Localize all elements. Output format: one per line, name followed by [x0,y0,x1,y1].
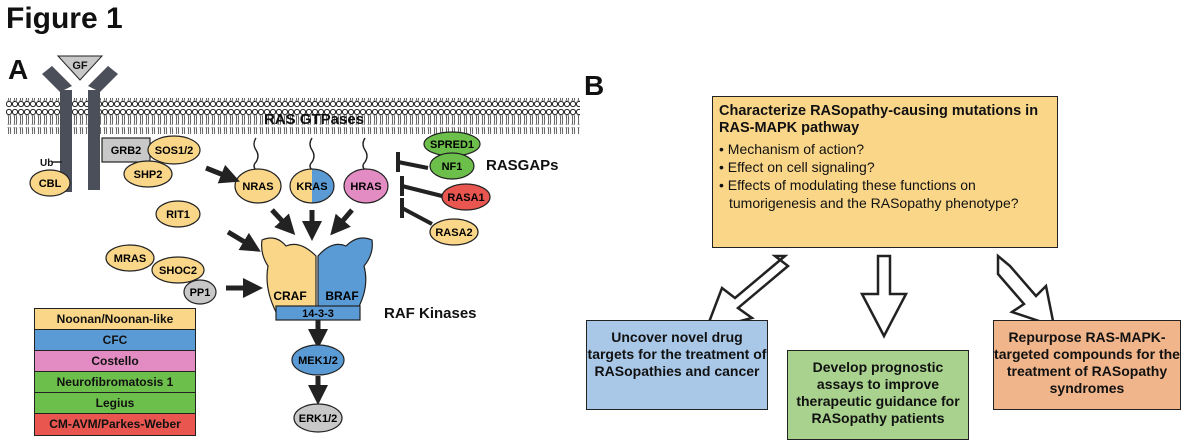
characterize-bullets: Mechanism of action? Effect on cell sign… [719,140,1051,212]
cell-membrane [6,98,580,134]
legend-cmavm: CM-AVM/Parkes-Weber [35,414,195,435]
hras-node [343,168,389,204]
svg-text:SPRED1: SPRED1 [430,139,474,151]
svg-text:RASA2: RASA2 [435,227,472,239]
raf-kinases-label: RAF Kinases [384,305,477,322]
mek-node [291,344,345,376]
gf-label: GF [72,60,88,72]
arrow-right [996,253,1056,328]
drug-targets-box: Uncover novel drug targets for the treat… [586,320,768,410]
ub-label: Ub [40,158,53,169]
rasa2-node [429,218,479,246]
characterize-header: Characterize RASopathy-causing mutations… [719,103,1039,136]
svg-text:SHP2: SHP2 [134,169,163,181]
arrow-left [703,254,790,332]
svg-text:HRAS: HRAS [350,181,381,193]
nf1-node [429,152,475,180]
figure-title: Figure 1 [6,2,123,35]
svg-text:PP1: PP1 [190,287,211,299]
shoc2-node [151,256,205,284]
svg-text:MEK1/2: MEK1/2 [298,355,338,367]
growth-factor: GF [56,55,104,81]
svg-text:SHOC2: SHOC2 [159,265,197,277]
grb2-node [101,137,151,163]
svg-text:MRAS: MRAS [114,253,146,265]
craf-node: CRAF [261,237,317,313]
svg-text:ERK1/2: ERK1/2 [299,413,338,425]
bullet-item: Mechanism of action? [719,140,1051,158]
legend-costello: Costello [35,351,195,372]
svg-text:NRAS: NRAS [242,181,273,193]
legend-cfc: CFC [35,330,195,351]
legend-legius: Legius [35,393,195,414]
sos-node [147,135,201,165]
svg-text:GRB2: GRB2 [111,145,142,157]
arrow-middle [859,254,909,339]
rit1-node [155,200,201,228]
pathway-diagram: GF Ub CBL GRB2 SOS1/2 SHP2 RIT1 MRAS SHO… [6,55,580,433]
nras-node [234,168,282,204]
legend-nf1: Neurofibromatosis 1 [35,372,195,393]
bullet-item: Effect on cell signaling? [719,158,1051,176]
activation-arrows [205,164,354,405]
ras-gtpases-label: RAS GTPases [264,111,364,128]
bullet-item: Effects of modulating these functions on… [719,176,1051,212]
repurpose-box: Repurpose RAS-MAPK-targeted compounds fo… [993,320,1181,410]
pp1-node [183,279,217,305]
svg-text:BRAF: BRAF [325,289,358,303]
14-3-3-node [275,305,361,321]
braf-node: BRAF [317,237,373,313]
syndrome-legend: Noonan/Noonan-like CFC Costello Neurofib… [34,308,196,436]
svg-text:CRAF: CRAF [273,289,306,303]
characterize-box: Characterize RASopathy-causing mutations… [712,96,1058,248]
inhibition-lines [396,152,443,226]
prognostic-assays-box: Develop prognostic assays to improve the… [787,350,969,440]
cbl-node [29,169,71,197]
svg-text:14-3-3: 14-3-3 [302,308,334,320]
panel-a-label: A [8,54,29,85]
rasgaps-label: RASGAPs [486,157,559,174]
svg-text:KRAS: KRAS [296,181,327,193]
svg-text:RASA1: RASA1 [447,192,484,204]
receptor-tyrosine-kinase [42,66,118,192]
rasa1-node [441,183,491,211]
svg-text:RIT1: RIT1 [166,209,190,221]
svg-text:SOS1/2: SOS1/2 [155,145,194,157]
svg-text:NF1: NF1 [442,161,463,173]
erk-node [293,403,343,433]
kras-node: KRAS [289,168,335,204]
shp2-node [123,160,173,188]
svg-text:CBL: CBL [39,178,62,190]
mras-node [105,244,155,272]
legend-noonan: Noonan/Noonan-like [35,309,195,330]
panel-b-label: B [584,70,605,101]
